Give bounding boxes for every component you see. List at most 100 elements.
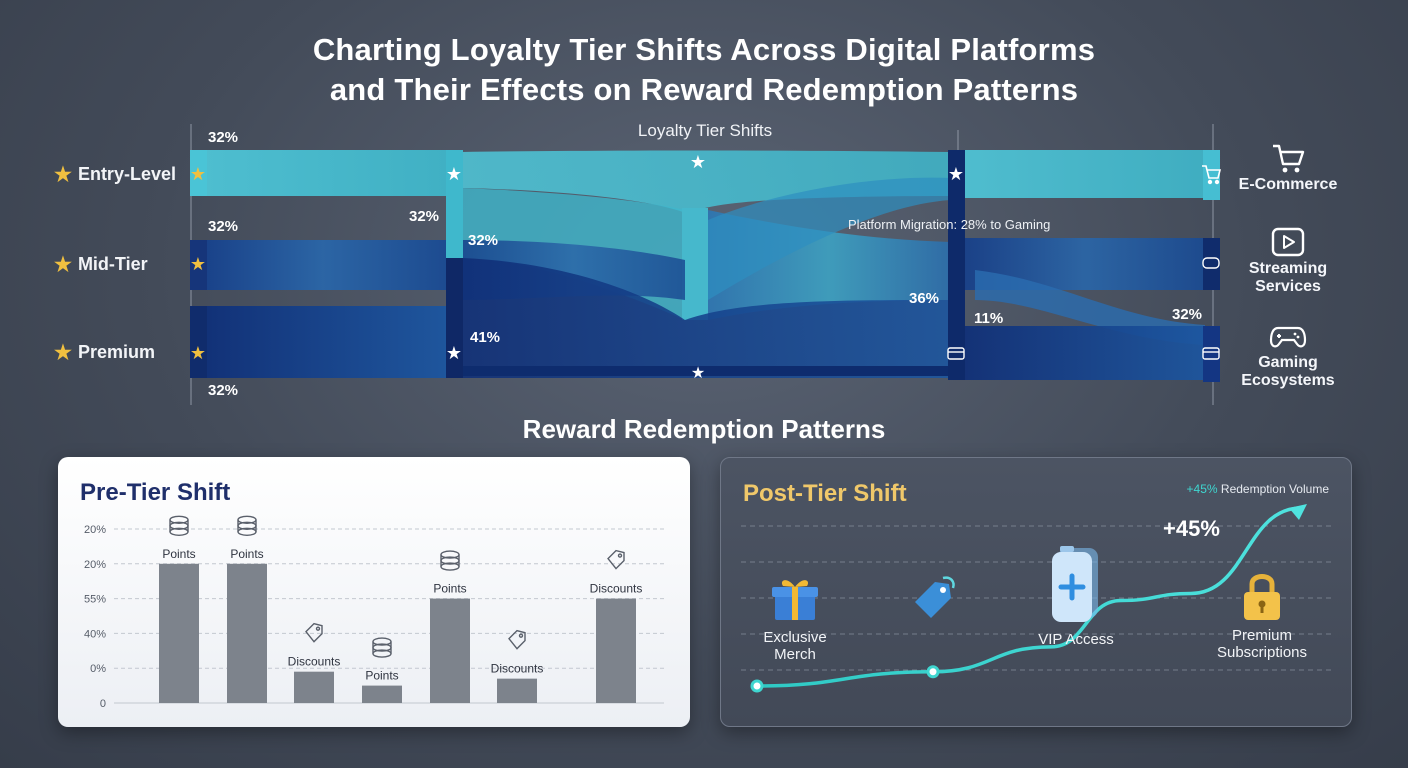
tag-icon	[508, 629, 526, 650]
star-marker-col2-top: ★	[446, 164, 462, 184]
pct-mid-mid: 32%	[468, 232, 499, 249]
tier-entry-label: ★ Entry-Level	[54, 162, 176, 187]
sankey-title: Loyalty Tier Shifts	[637, 121, 773, 140]
pre-bar-label: Points	[230, 547, 263, 561]
tag-icon	[305, 622, 323, 643]
reward-vip-line1: VIP Access	[1038, 631, 1114, 648]
pct-premium-mid: 41%	[470, 329, 501, 346]
node-gaming	[1203, 326, 1220, 382]
premium-bottom-line	[462, 366, 952, 376]
coin-stack-icon	[372, 637, 392, 658]
flow-entry-arc	[462, 150, 950, 215]
cart-node-icon	[1202, 165, 1222, 185]
platform-gaming-text-2: Ecosystems	[1241, 372, 1335, 389]
pre-ytick-label: 0%	[90, 663, 106, 675]
node-premium-source	[190, 306, 207, 378]
reward-vip-access: VIP Access	[1021, 542, 1131, 648]
pre-bar	[227, 563, 267, 703]
tier-entry-text: Entry-Level	[77, 164, 176, 184]
node-col2-entry	[446, 150, 463, 258]
lock-icon	[1244, 574, 1280, 620]
node-entry-source	[190, 150, 207, 196]
flow-mid-right	[965, 238, 1205, 290]
post-curve	[756, 506, 1302, 688]
platform-gaming-text-1: Gaming	[1258, 354, 1318, 371]
chart-title: Charting Loyalty Tier Shifts Across Digi…	[0, 30, 1408, 110]
flow-premium-cross	[462, 258, 950, 378]
post-tier-title: Post-Tier Shift	[743, 480, 907, 507]
post-curve-marker	[750, 679, 764, 693]
flow-entry-top	[198, 150, 448, 196]
pre-bar-label: Discounts	[288, 655, 341, 669]
tier-premium-text: Premium	[77, 342, 155, 362]
star-marker-center-top: ★	[690, 152, 706, 172]
post-legend-text: Redemption Volume	[1220, 482, 1329, 496]
platform-streaming-text-2: Services	[1255, 278, 1321, 295]
gamepad-icon	[1269, 326, 1307, 348]
sankey-area: ★ ★ ★ ★ ★ ★ ★ ★ Loyalty Tier Shifts Plat…	[54, 121, 1348, 405]
sankey-svg: ★ ★ ★ ★ ★ ★ ★ ★	[190, 124, 1222, 405]
flow-premium-right	[965, 326, 1205, 380]
reward-premium-line2: Subscriptions	[1216, 644, 1308, 661]
post-legend-pct: +45%	[1186, 482, 1218, 496]
pct-entry-mid: 32%	[409, 208, 440, 225]
reward-premium-line1: Premium	[1231, 627, 1292, 644]
tag-icon	[607, 549, 625, 570]
node-col3	[948, 150, 965, 380]
post-tier-chart	[741, 504, 1331, 693]
pct-streaming-out: 32%	[1172, 306, 1203, 323]
platform-ecommerce-text: E-Commerce	[1238, 176, 1338, 193]
platform-streaming: Streaming Services	[1228, 226, 1348, 296]
reward-exclusive-merch: Exclusive Merch	[745, 574, 845, 663]
pre-bar-label: Discounts	[491, 662, 544, 676]
pre-bar	[497, 678, 537, 703]
vip-card-icon	[1052, 546, 1098, 622]
pre-bar	[596, 598, 636, 703]
star-marker-col3: ★	[948, 164, 964, 184]
pre-ytick-label: 40%	[84, 628, 106, 640]
star-marker-center-bottom: ★	[691, 365, 705, 382]
node-streaming	[1203, 238, 1220, 290]
gift-icon	[772, 580, 818, 620]
tier-mid-text: Mid-Tier	[77, 254, 148, 274]
pct-gaming-in: 11%	[974, 310, 1004, 327]
tier-premium-label: ★ Premium	[54, 340, 155, 365]
post-tier-panel: Post-Tier Shift +45% Redemption Volume +…	[720, 457, 1352, 727]
pre-bar-label: Points	[365, 669, 398, 683]
pre-bar-label: Points	[162, 547, 195, 561]
post-legend: +45% Redemption Volume	[1187, 482, 1329, 496]
node-ecommerce	[1203, 150, 1220, 200]
flow-center-down	[708, 177, 950, 300]
card-node-icon-col3	[947, 347, 965, 360]
post-curve-marker	[926, 665, 940, 679]
migration-annotation: Platform Migration: 28% to Gaming	[848, 217, 1051, 232]
pct-center-right: 36%	[909, 290, 940, 307]
pre-ytick-label: 20%	[84, 559, 106, 571]
pre-bar	[294, 671, 334, 703]
star-icon: ★	[54, 254, 72, 276]
pct-entry-top: 32%	[208, 129, 239, 146]
reward-merch-line2: Merch	[774, 646, 816, 663]
node-col2-premium	[446, 258, 463, 378]
platform-ecommerce: E-Commerce	[1228, 142, 1348, 194]
coin-stack-icon	[440, 550, 460, 571]
title-line-2: and Their Effects on Reward Redemption P…	[329, 72, 1079, 107]
tier-mid-label: ★ Mid-Tier	[54, 252, 148, 277]
platform-streaming-text-1: Streaming	[1248, 260, 1328, 277]
star-marker-col2-bottom: ★	[446, 343, 462, 363]
tag-icon	[915, 576, 955, 618]
coin-stack-icon	[237, 515, 257, 537]
flow-entry-right	[965, 150, 1205, 198]
play-icon	[1271, 227, 1305, 257]
pre-ytick-label: 55%	[84, 594, 106, 606]
star-marker-entry: ★	[190, 164, 206, 184]
pct-mid-top: 32%	[208, 218, 239, 235]
platform-gaming: Gaming Ecosystems	[1228, 320, 1348, 390]
center-node	[682, 208, 708, 320]
node-mid-source	[190, 240, 207, 290]
pre-tier-title: Pre-Tier Shift	[80, 479, 231, 506]
pre-bar-label: Points	[433, 582, 466, 596]
pre-bar-label: Discounts	[590, 582, 643, 596]
